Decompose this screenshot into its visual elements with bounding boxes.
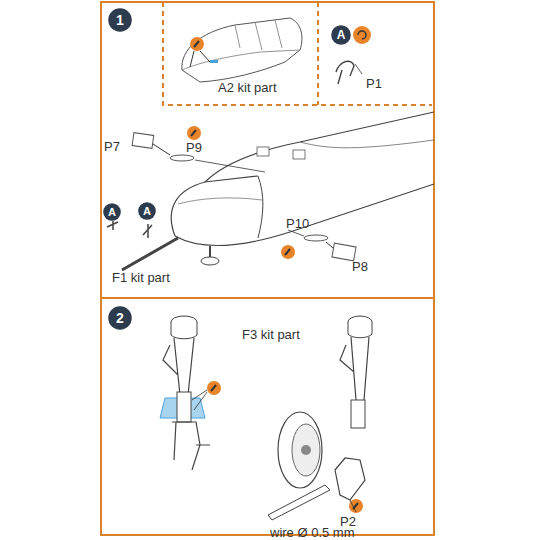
etched-part <box>304 235 328 241</box>
glue-icon-mark <box>211 385 216 391</box>
callout-number: 2 <box>116 310 124 326</box>
canopy-frame <box>178 198 262 204</box>
etched-part <box>170 155 194 161</box>
part-label: F1 kit part <box>112 270 170 285</box>
glue-icon-mark <box>194 41 199 47</box>
fuselage-top <box>205 112 434 182</box>
glue-icon <box>281 245 295 259</box>
window <box>293 150 305 159</box>
callout-circle: 2 <box>108 306 132 330</box>
circle-fill <box>103 203 121 221</box>
glue-icon <box>353 26 371 44</box>
wheel-axle <box>301 445 311 455</box>
circle-fill <box>108 8 132 32</box>
strut <box>163 338 194 395</box>
wheel-hub <box>292 424 320 476</box>
detail-frame <box>163 2 432 105</box>
part-label: P9 <box>186 140 202 155</box>
circle-fill <box>138 202 156 220</box>
etched-part <box>336 61 354 84</box>
leader-line <box>350 500 356 512</box>
part-label: A2 kit part <box>218 80 277 95</box>
leader-line <box>195 160 265 172</box>
part-line <box>182 50 300 70</box>
decal-part <box>132 133 154 149</box>
callout-circle: 1 <box>108 8 132 32</box>
canopy <box>171 176 258 236</box>
leader-line <box>355 64 362 74</box>
strut-top <box>171 322 197 339</box>
cowling-part <box>182 18 302 82</box>
glue-icon <box>190 37 204 51</box>
part-label: P1 <box>366 76 382 91</box>
glue-spot <box>210 60 218 63</box>
glue-icon-mark <box>285 249 290 255</box>
canopy-frame <box>258 176 263 238</box>
callout-circle: A <box>138 202 156 220</box>
strut-joint <box>177 392 191 422</box>
etched-part <box>143 224 152 238</box>
leader-line <box>190 51 210 67</box>
glue-icon-mark <box>191 130 196 136</box>
circle-fill <box>108 306 132 330</box>
nose-gear <box>209 246 211 258</box>
callout-circle: A <box>331 25 351 45</box>
etched-part <box>107 221 118 230</box>
nose-wheel <box>201 257 219 265</box>
glue-icon <box>349 499 363 513</box>
strut-joint <box>351 400 365 428</box>
callout-number: A <box>143 205 151 217</box>
step-divider <box>101 297 434 299</box>
outer-frame <box>101 2 434 535</box>
decal-part <box>332 243 356 261</box>
part-label: F3 kit part <box>242 327 300 342</box>
strut-top <box>348 322 372 338</box>
wheel-fork <box>335 458 365 500</box>
leader-line <box>153 144 170 155</box>
wheel <box>278 412 322 488</box>
glue-icon <box>187 126 201 140</box>
glue-icon-mark <box>358 31 366 39</box>
callout-number: A <box>337 28 346 42</box>
part-line <box>235 20 282 50</box>
circle-fill <box>331 25 351 45</box>
callout-circle: A <box>103 203 121 221</box>
callout-number: 1 <box>116 12 124 28</box>
wire <box>268 485 330 520</box>
part-label: P10 <box>286 216 309 231</box>
part-label: P8 <box>352 259 368 274</box>
fuselage-bottom <box>175 184 434 245</box>
leader-line <box>192 390 207 410</box>
nose-probe <box>122 238 178 270</box>
leader-line <box>326 242 333 248</box>
part-label: P7 <box>104 139 120 154</box>
glue-icon <box>207 381 221 395</box>
callout-number: A <box>108 206 116 218</box>
strut-fork <box>172 422 210 470</box>
strut <box>340 337 369 400</box>
fuselage-line <box>300 140 434 148</box>
part-label: wire Ø 0.5 mm <box>270 525 355 540</box>
window <box>257 147 269 156</box>
